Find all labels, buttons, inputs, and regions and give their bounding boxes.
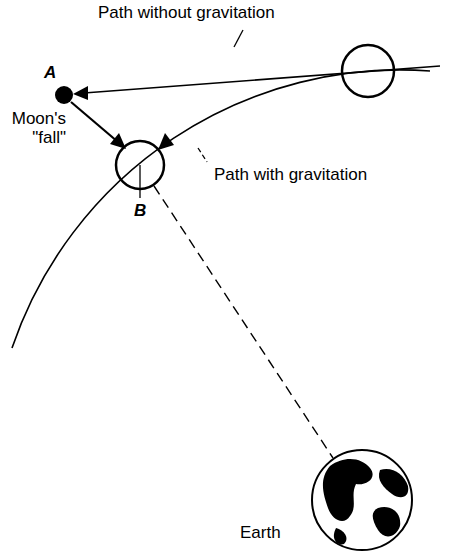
earth-outline [312,450,412,550]
body-label: Earth [240,524,281,543]
path-label: Path with gravitation [214,166,367,185]
fall-arrow [71,102,118,142]
callout-label: Moon's "fall" [4,110,66,147]
tick-line [139,165,140,198]
moon-dot [55,86,73,104]
leader-line [198,148,207,162]
continent [323,459,373,521]
path-label: Path without gravitation [98,4,275,23]
radius-line [154,186,333,458]
point-label: B [134,202,146,221]
orbit-path [12,70,430,348]
earth-globe [312,450,412,550]
continent [334,528,347,544]
moon-circle [342,45,394,97]
leader-line [234,30,243,47]
continent [373,507,400,536]
continent [379,469,408,497]
point-label: A [44,64,56,83]
arrowhead [73,86,88,100]
arrowhead [158,133,174,150]
